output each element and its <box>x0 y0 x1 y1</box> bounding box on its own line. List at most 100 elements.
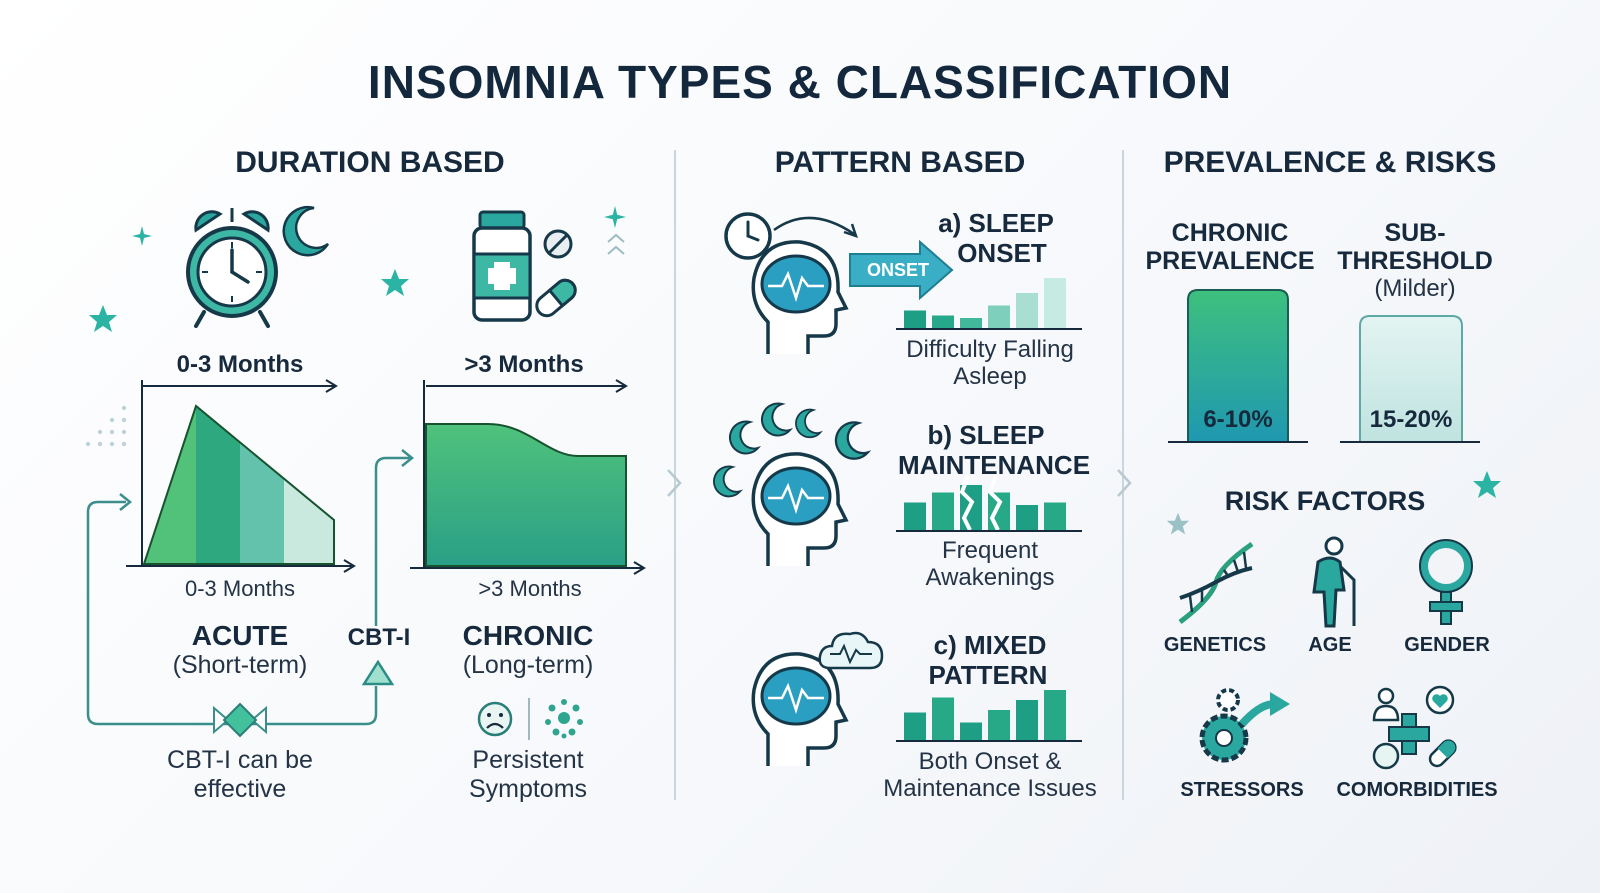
moon-icon <box>834 421 872 460</box>
star-icon <box>1473 471 1501 498</box>
break-mark <box>987 475 1003 531</box>
risk-factors-title: RISK FACTORS <box>1224 486 1426 516</box>
bar <box>1044 278 1066 328</box>
moon-icon <box>760 402 794 437</box>
star-icon <box>1166 512 1190 535</box>
medicine-bottle-icon <box>472 210 577 322</box>
clock-icon <box>724 212 772 260</box>
pattern-section-title: PATTERN BASED <box>774 146 1026 179</box>
cbt-triangle-icon <box>361 659 395 686</box>
brain-head-icon <box>751 240 849 354</box>
bar <box>904 310 926 328</box>
acute-subtitle: (Short-term) <box>172 651 308 679</box>
chevron-up-icon <box>607 233 625 255</box>
dot-grid-icon <box>85 405 127 447</box>
chronic-prevalence-label-line1: CHRONIC <box>1171 219 1289 247</box>
risk-comorbidities-label: COMORBIDITIES <box>1336 779 1498 801</box>
bar <box>988 492 1010 530</box>
alarm-clock-icon <box>186 208 278 328</box>
virus-icon <box>545 699 583 739</box>
chronic-duration-label: >3 Months <box>464 351 584 378</box>
subthreshold-label-line1: SUB- <box>1384 219 1446 247</box>
page-title: INSOMNIA TYPES & CLASSIFICATION <box>367 56 1233 108</box>
subthreshold-value: 15-20% <box>1369 406 1453 433</box>
bar <box>988 305 1010 328</box>
moon-icon <box>713 465 743 498</box>
acute-chart <box>126 380 356 573</box>
bar <box>932 697 954 740</box>
chronic-prevalence-value: 6-10% <box>1203 406 1273 433</box>
onset-title-line1: a) SLEEP <box>938 208 1054 238</box>
sparkle-icon <box>132 226 152 246</box>
maintenance-title-line2: MAINTENANCE <box>897 450 1091 480</box>
symptom-divider <box>528 698 530 740</box>
mixed-title-line1: c) MIXED <box>933 630 1047 660</box>
divider-left <box>674 150 676 800</box>
acute-duration-label: 0-3 Months <box>176 351 304 378</box>
sparkle-icon <box>604 206 626 228</box>
moon-icon <box>795 408 823 439</box>
bar <box>904 712 926 740</box>
bar <box>1016 293 1038 328</box>
chronic-chart <box>410 380 646 575</box>
maintenance-title-line1: b) SLEEP <box>927 420 1045 450</box>
gender-icon <box>1419 539 1473 625</box>
moon-icon <box>282 205 330 257</box>
thought-cloud-icon <box>818 631 884 670</box>
duration-section-title: DURATION BASED <box>235 146 505 179</box>
bar <box>1016 700 1038 740</box>
bar <box>932 492 954 530</box>
star-icon <box>381 269 409 296</box>
bar <box>960 318 982 328</box>
onset-title-line2: ONSET <box>957 238 1047 268</box>
brain-head-icon <box>751 452 849 566</box>
risk-genetics-label: GENETICS <box>1163 634 1267 656</box>
maintenance-desc-line2: Awakenings <box>925 564 1055 591</box>
onset-desc-line1: Difficulty Falling <box>906 336 1074 363</box>
risk-stressors-label: STRESSORS <box>1180 779 1304 801</box>
mixed-title-line2: PATTERN <box>928 660 1048 690</box>
chronic-subtitle: (Long-term) <box>462 651 594 679</box>
subthreshold-label-line2: THRESHOLD <box>1337 247 1493 275</box>
bar <box>904 502 926 530</box>
bar <box>960 722 982 740</box>
acute-axis-label: 0-3 Months <box>184 576 296 601</box>
brain-head-icon <box>751 652 849 766</box>
star-icon <box>89 305 117 332</box>
curved-arrow-icon <box>773 216 858 238</box>
chevron-right-icon <box>1117 469 1132 497</box>
onset-arrow <box>849 239 954 301</box>
onset-arrow-label: ONSET <box>866 260 929 280</box>
cbt-note-line2: effective <box>193 775 287 803</box>
chevron-right-icon <box>667 469 682 497</box>
break-mark <box>959 475 975 531</box>
bar <box>932 315 954 328</box>
bar <box>1044 502 1066 530</box>
prevalence-section-title: PREVALENCE & RISKS <box>1163 146 1497 179</box>
cbt-note-line1: CBT-I can be <box>167 746 313 774</box>
onset-bars <box>896 278 1082 330</box>
chronic-title: CHRONIC <box>462 620 594 651</box>
onset-desc-line2: Asleep <box>953 363 1027 390</box>
cbt-label: CBT-I <box>347 624 411 651</box>
bar <box>1044 690 1066 740</box>
cbt-flow-lines <box>86 449 415 726</box>
bar <box>1016 505 1038 530</box>
cbt-node-icon <box>213 702 267 738</box>
gears-arrow-icon <box>1199 688 1290 763</box>
maintenance-bars <box>896 475 1082 532</box>
mixed-desc-line2: Maintenance Issues <box>883 775 1097 802</box>
mixed-desc-line1: Both Onset & <box>918 748 1062 775</box>
chronic-timeline-arrow <box>426 379 628 393</box>
maintenance-desc-line1: Frequent <box>941 537 1039 564</box>
subthreshold-label-line3: (Milder) <box>1374 275 1456 302</box>
health-conditions-icon <box>1372 685 1457 770</box>
dna-icon <box>1178 541 1254 624</box>
bar <box>988 710 1010 740</box>
mixed-bars <box>896 690 1082 742</box>
acute-title: ACUTE <box>191 620 289 651</box>
chronic-prevalence-label-line2: PREVALENCE <box>1145 247 1315 275</box>
acute-timeline-arrow <box>142 379 338 393</box>
chronic-note-line1: Persistent <box>472 746 584 774</box>
elderly-person-icon <box>1312 536 1356 628</box>
